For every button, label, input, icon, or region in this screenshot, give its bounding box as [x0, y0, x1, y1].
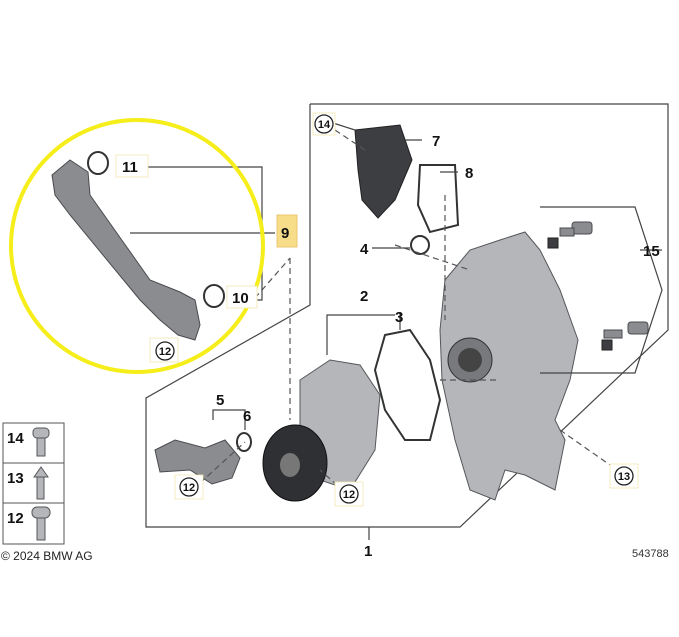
- callout-8-label: 8: [465, 165, 473, 182]
- callout-8[interactable]: 8: [465, 165, 473, 182]
- callout-3-label: 3: [395, 309, 403, 326]
- callout-2-label: 2: [360, 288, 368, 305]
- legend-label-14: 14: [7, 430, 24, 447]
- callout-1-label: 1: [364, 543, 372, 560]
- callout-5-label: 5: [216, 392, 224, 409]
- callout-13-label: 13: [618, 471, 630, 483]
- callout-6-label: 6: [243, 408, 251, 425]
- bolt-14-icon: [32, 427, 50, 457]
- cover-7: [354, 124, 413, 219]
- callout-9-label: 9: [281, 225, 289, 242]
- callout-13[interactable]: 13: [609, 463, 639, 489]
- callout-6[interactable]: 6: [243, 408, 251, 425]
- callout-12-label: 12: [159, 346, 171, 358]
- highlight-circle: [9, 118, 265, 374]
- callout-15-label: 15: [643, 243, 660, 260]
- callout-9[interactable]: 9: [276, 214, 298, 248]
- gasket-8: [416, 164, 460, 234]
- callout-12-pipe[interactable]: 12: [149, 337, 179, 363]
- diagram-number: 543788: [632, 548, 669, 560]
- o-ring-11: [87, 151, 109, 175]
- callout-2[interactable]: 2: [360, 288, 368, 305]
- legend-label-13: 13: [7, 470, 24, 487]
- bolts-15: [547, 221, 649, 351]
- bolt-12-icon: [31, 506, 51, 541]
- pipe-9: [51, 159, 201, 341]
- callout-4-label: 4: [360, 241, 369, 258]
- gasket-3: [373, 328, 442, 441]
- callout-12-pump[interactable]: 12: [334, 481, 364, 507]
- callout-10[interactable]: 10: [226, 285, 258, 309]
- callout-15[interactable]: 15: [643, 243, 660, 260]
- o-ring-6: [236, 432, 252, 452]
- callout-4[interactable]: 4: [360, 241, 369, 258]
- callout-1[interactable]: 1: [364, 543, 372, 560]
- callout-11-label: 11: [122, 159, 138, 176]
- callout-7-label: 7: [432, 133, 440, 150]
- callout-11[interactable]: 11: [115, 154, 149, 178]
- copyright: © 2024 BMW AG: [1, 549, 93, 563]
- housing: [439, 231, 579, 501]
- callout-12-fitting[interactable]: 12: [174, 474, 204, 500]
- fitting-5: [154, 439, 241, 485]
- callout-10-label: 10: [232, 290, 249, 307]
- o-ring-10: [203, 284, 225, 308]
- callout-12-label: 12: [183, 482, 195, 494]
- bracket-15: [540, 206, 663, 374]
- callout-7[interactable]: 7: [432, 133, 440, 150]
- callout-3[interactable]: 3: [395, 309, 403, 326]
- fastener-legend: 14 13 12: [2, 422, 65, 545]
- callout-14[interactable]: 14: [312, 112, 336, 136]
- callout-14-label: 14: [318, 119, 331, 131]
- bolt-13-icon: [33, 466, 49, 500]
- callout-5[interactable]: 5: [216, 392, 224, 409]
- clip-4: [410, 235, 430, 255]
- assembly-frame: [145, 103, 669, 528]
- legend-label-12: 12: [7, 510, 24, 527]
- callout-12-label: 12: [343, 489, 355, 501]
